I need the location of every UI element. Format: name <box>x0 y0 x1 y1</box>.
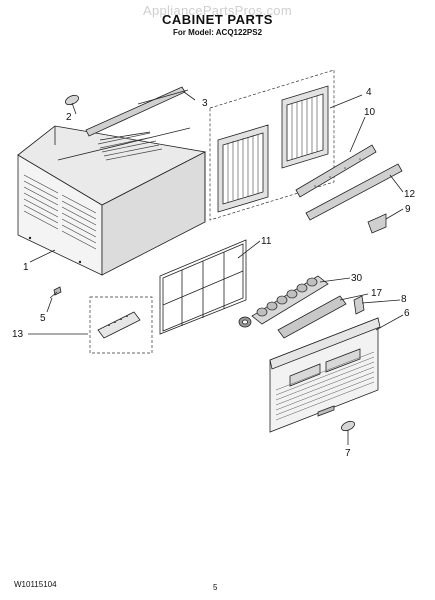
callout-5: 5 <box>40 313 46 324</box>
callout-11: 11 <box>261 236 272 247</box>
vane-part <box>277 295 347 339</box>
callout-10: 10 <box>364 107 376 118</box>
top-rail <box>85 86 186 137</box>
callout-17: 17 <box>371 288 383 299</box>
callout-13: 13 <box>12 329 24 340</box>
callout-3: 3 <box>202 98 208 109</box>
callout-2: 2 <box>66 112 72 123</box>
cabinet-shell <box>17 125 207 276</box>
louver-assembly <box>238 275 329 328</box>
front-grille <box>269 317 381 433</box>
side-curtain-left <box>217 124 269 213</box>
screw-part <box>49 286 62 299</box>
callout-30: 30 <box>351 273 363 284</box>
callout-8: 8 <box>401 294 407 305</box>
callout-4: 4 <box>366 87 372 98</box>
callout-12: 12 <box>404 189 416 200</box>
page-title: CABINET PARTS <box>162 12 273 27</box>
document-number: W10115104 <box>14 580 57 589</box>
page-number: 5 <box>213 583 218 592</box>
callout-1: 1 <box>23 262 29 273</box>
air-filter <box>159 239 247 335</box>
small-bracket-part <box>353 295 365 315</box>
plug-part <box>65 94 79 106</box>
remote-control <box>97 311 141 339</box>
callout-9: 9 <box>405 204 411 215</box>
callout-6: 6 <box>404 308 410 319</box>
callout-7: 7 <box>345 448 351 459</box>
side-curtain-group-box <box>209 69 335 221</box>
badge-part <box>341 420 355 432</box>
foam-strip-lower <box>305 163 403 221</box>
remote-group-box <box>89 296 153 354</box>
foam-strip-upper <box>295 144 377 198</box>
bracket-part <box>367 213 387 234</box>
model-subtitle: For Model: ACQ122PS2 <box>172 28 263 37</box>
watermark: AppliancePartsPros.com <box>143 3 292 18</box>
side-curtain-right <box>281 85 329 169</box>
